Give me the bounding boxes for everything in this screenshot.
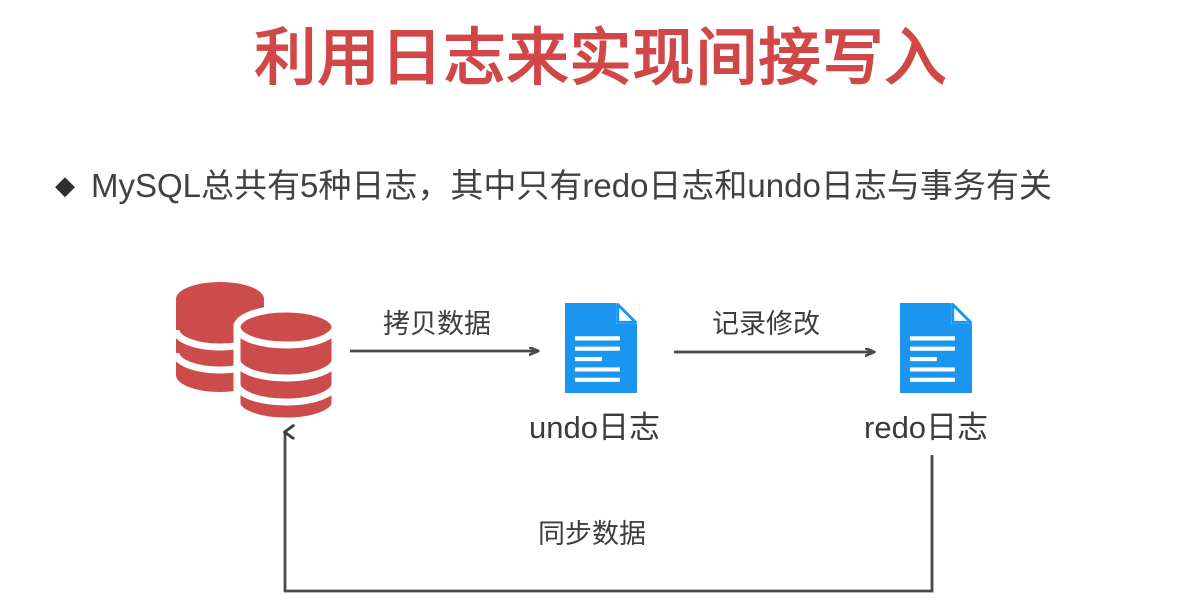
edge-label-copy-data: 拷贝数据 xyxy=(383,309,491,339)
database-stack-icon xyxy=(172,282,339,425)
bullet-item: ◆ MySQL总共有5种日志，其中只有redo日志和undo日志与事务有关 xyxy=(55,166,1052,206)
bullet-diamond-icon: ◆ xyxy=(55,170,75,200)
database-cylinder-back xyxy=(172,282,268,392)
node-caption-undo-log: undo日志 xyxy=(529,410,660,445)
arrow-sync-data xyxy=(285,432,934,593)
document-icon-redo xyxy=(900,303,972,393)
database-cylinder-front xyxy=(233,305,339,425)
edge-label-record-edit: 记录修改 xyxy=(712,309,820,339)
bullet-item-label: MySQL总共有5种日志，其中只有redo日志和undo日志与事务有关 xyxy=(91,167,1052,204)
document-icon-undo xyxy=(565,303,637,393)
page-title: 利用日志来实现间接写入 xyxy=(254,24,948,93)
node-caption-redo-log: redo日志 xyxy=(864,410,989,445)
edge-label-sync-data: 同步数据 xyxy=(538,519,646,549)
